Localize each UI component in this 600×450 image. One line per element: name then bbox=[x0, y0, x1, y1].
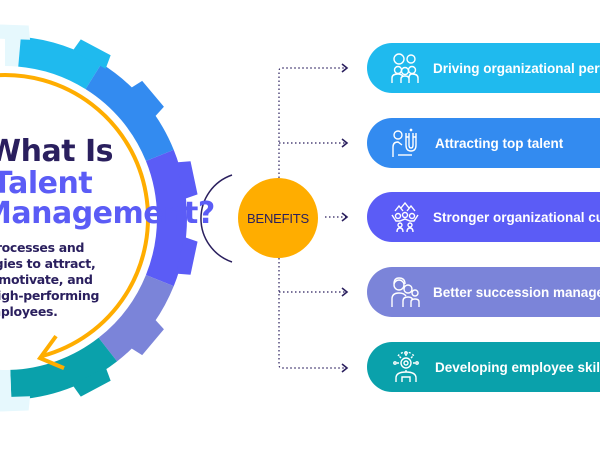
gear-tooth bbox=[130, 80, 164, 118]
gear-segment bbox=[98, 274, 174, 362]
team-gear-icon bbox=[389, 51, 421, 85]
group-growth-icon bbox=[389, 200, 421, 234]
definition-line: The processes and bbox=[0, 240, 85, 255]
family-people-icon bbox=[389, 275, 421, 309]
connector-line-1 bbox=[278, 67, 346, 178]
definition-line: develop, motivate, and bbox=[0, 272, 93, 287]
benefits-label: BENEFITS bbox=[247, 210, 309, 226]
heading-line-1: What Is bbox=[0, 134, 114, 169]
benefit-pill: Stronger organizational culture bbox=[367, 192, 600, 242]
person-gear-icon bbox=[389, 350, 423, 384]
arrowhead-icon bbox=[341, 363, 349, 373]
gear-tooth bbox=[0, 24, 31, 40]
benefit-label: Attracting top talent bbox=[435, 135, 564, 151]
benefit-pill: Attracting top talent bbox=[367, 118, 600, 168]
gear-tooth bbox=[176, 236, 198, 275]
gear-tooth bbox=[0, 396, 31, 412]
gear-tooth bbox=[176, 161, 198, 200]
magnet-person-icon bbox=[389, 126, 423, 160]
benefits-hub: BENEFITS bbox=[238, 178, 318, 258]
arrowhead-icon bbox=[341, 212, 349, 222]
definition-line: strategies to attract, bbox=[0, 256, 96, 271]
benefit-pill: Driving organizational performance bbox=[367, 43, 600, 93]
arrowhead-icon bbox=[36, 334, 65, 370]
benefit-label: Better succession management bbox=[433, 284, 600, 300]
gear-tooth bbox=[130, 318, 164, 356]
gear-segment bbox=[145, 149, 187, 287]
benefit-label: Driving organizational performance bbox=[433, 60, 600, 76]
benefit-pill: Better succession management bbox=[367, 267, 600, 317]
heading-line-2: Talent bbox=[0, 166, 93, 201]
arrowhead-icon bbox=[341, 287, 349, 297]
benefit-label: Stronger organizational culture bbox=[433, 209, 600, 225]
gear-tooth bbox=[72, 367, 111, 397]
gear-tooth bbox=[72, 39, 111, 69]
heading-line-3: Management? bbox=[0, 196, 215, 231]
gear-segment bbox=[0, 369, 12, 400]
definition-line: retain high-performing bbox=[0, 288, 100, 303]
arrowhead-icon bbox=[341, 138, 349, 148]
definition-text: The processes and strategies to attract,… bbox=[0, 240, 104, 320]
benefit-label: Developing employee skills bbox=[435, 359, 600, 375]
benefits-bracket-arc bbox=[200, 174, 233, 263]
connector-line-5 bbox=[278, 258, 346, 369]
gear-segment bbox=[5, 36, 21, 67]
cycle-arrow bbox=[0, 73, 150, 359]
arrowhead-icon bbox=[341, 63, 349, 73]
benefit-pill: Developing employee skills bbox=[367, 342, 600, 392]
gear-segment bbox=[85, 63, 174, 162]
gear-segment bbox=[18, 36, 102, 90]
